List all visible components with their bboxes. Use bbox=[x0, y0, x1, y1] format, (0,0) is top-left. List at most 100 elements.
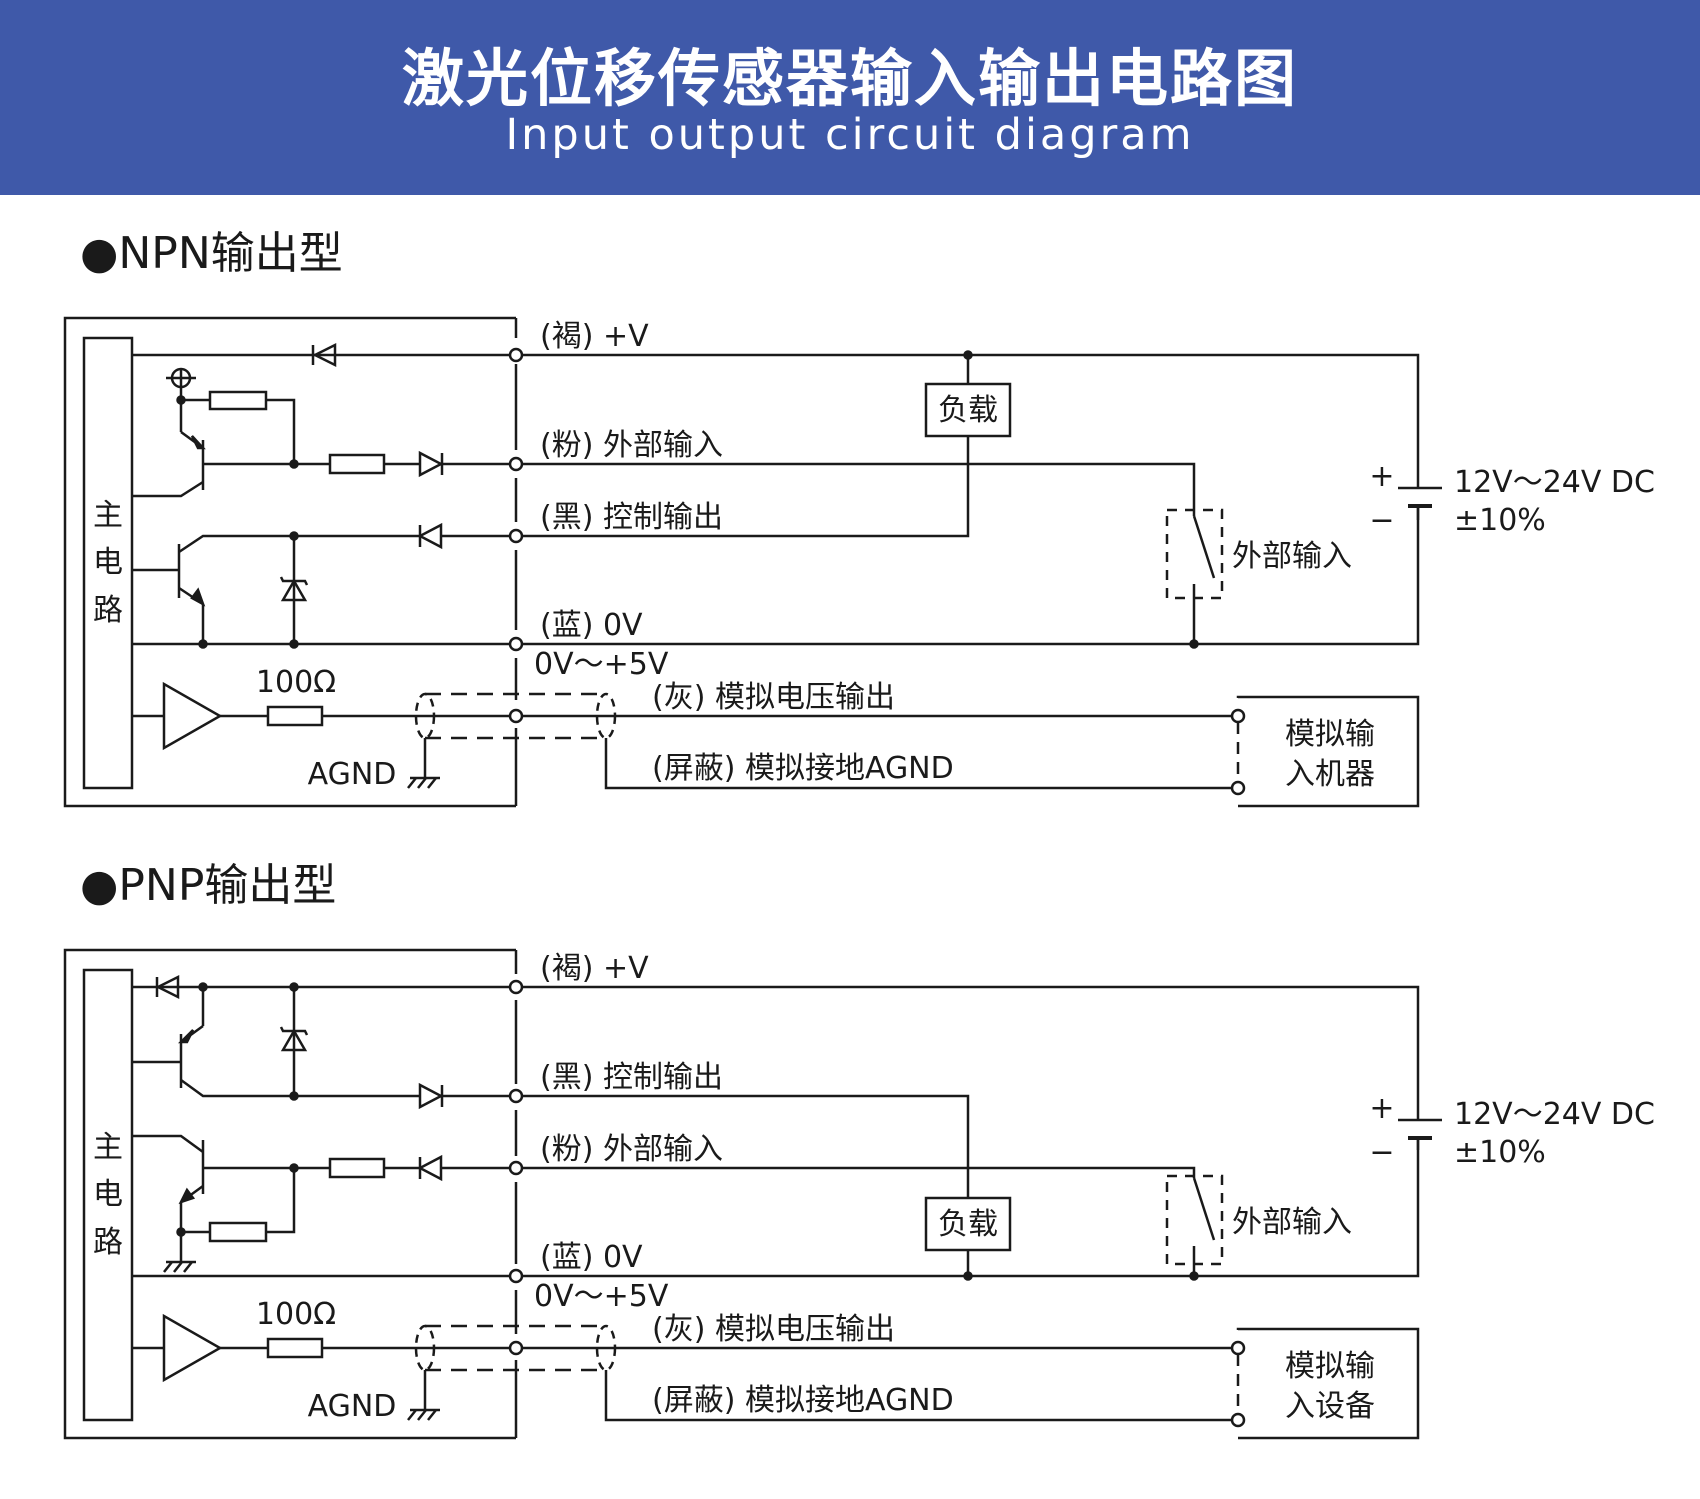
npn-junction bbox=[289, 639, 299, 649]
npn-label-gray: (灰) 模拟电压输出 bbox=[652, 680, 895, 715]
npn-main-char-3: 路 bbox=[93, 593, 123, 628]
npn-junction bbox=[289, 459, 299, 469]
pnp-tolerance-label: ±10% bbox=[1454, 1135, 1546, 1170]
npn-zener-bar bbox=[279, 576, 309, 586]
pnp-resistor-100 bbox=[266, 1337, 324, 1359]
npn-terminal-pink bbox=[508, 456, 524, 472]
pnp-shield-end-right bbox=[595, 1324, 617, 1372]
pnp-device-label-2: 入设备 bbox=[1285, 1389, 1375, 1424]
npn-minus: − bbox=[1369, 503, 1394, 538]
npn-wire-0v-outside bbox=[522, 508, 1420, 646]
npn-diagram: ●NPN输出型 主 电 路 (褐) +V 负载 bbox=[63, 228, 1655, 808]
npn-resistor-label: 100Ω bbox=[256, 665, 336, 700]
pnp-label-range: 0V～+5V bbox=[534, 1279, 669, 1314]
npn-label-brown: (褐) +V bbox=[540, 319, 649, 354]
pnp-plus: + bbox=[1369, 1091, 1394, 1126]
pnp-wire-v-outside bbox=[522, 985, 1420, 1110]
pnp-junction bbox=[289, 1091, 299, 1101]
npn-resistor-100 bbox=[266, 705, 324, 727]
pnp-wire-black-outside bbox=[522, 1094, 970, 1198]
npn-terminal-v bbox=[508, 347, 524, 363]
npn-label-pink: (粉) 外部输入 bbox=[540, 428, 723, 463]
npn-ground-icon bbox=[417, 777, 427, 789]
pnp-label-black: (黑) 控制输出 bbox=[540, 1060, 723, 1095]
npn-label-black: (黑) 控制输出 bbox=[540, 500, 723, 535]
pnp-ground-icon bbox=[163, 1261, 173, 1273]
npn-plus: + bbox=[1369, 459, 1394, 494]
pnp-agnd-label: AGND bbox=[308, 1389, 397, 1424]
pnp-minus: − bbox=[1369, 1135, 1394, 1170]
pnp-diode-in bbox=[417, 1154, 443, 1182]
pnp-device-box bbox=[1236, 1327, 1420, 1440]
pnp-terminal-v bbox=[508, 979, 524, 995]
pnp-switch-icon[interactable] bbox=[1192, 1177, 1216, 1241]
pnp-ground-icon bbox=[417, 1409, 427, 1421]
pnp-diagram: ●PNP输出型 主 电 路 (褐) +V bbox=[63, 860, 1655, 1440]
pnp-resistor-2 bbox=[328, 1157, 386, 1179]
pnp-device-terminal-2 bbox=[1230, 1412, 1246, 1428]
npn-sensor-box bbox=[63, 316, 516, 808]
npn-switch-icon[interactable] bbox=[1192, 515, 1216, 579]
npn-tolerance-label: ±10% bbox=[1454, 503, 1546, 538]
pnp-label-gray: (灰) 模拟电压输出 bbox=[652, 1312, 895, 1347]
pnp-main-char-3: 路 bbox=[93, 1225, 123, 1260]
pnp-wire-pink-outside bbox=[522, 1166, 1196, 1178]
npn-device-terminal-2 bbox=[1230, 780, 1246, 796]
npn-supply-label: 12V～24V DC bbox=[1454, 465, 1655, 500]
page-title: 激光位移传感器输入输出电路图 bbox=[401, 42, 1298, 115]
npn-terminal-gray bbox=[508, 708, 524, 724]
pnp-wire bbox=[266, 1168, 296, 1234]
npn-heading: ●NPN输出型 bbox=[80, 228, 343, 279]
pnp-sensor-box bbox=[63, 948, 516, 1440]
npn-device-terminal-1 bbox=[1230, 708, 1246, 724]
npn-transistor-1-arrow bbox=[190, 435, 206, 450]
npn-device-label-1: 模拟输 bbox=[1285, 717, 1375, 752]
pnp-ground-icon bbox=[427, 1409, 437, 1421]
pnp-label-blue: (蓝) 0V bbox=[540, 1240, 643, 1275]
pnp-amplifier bbox=[162, 1313, 223, 1383]
npn-device-box bbox=[1236, 695, 1420, 808]
pnp-load-label: 负载 bbox=[938, 1207, 998, 1242]
npn-main-char-2: 电 bbox=[93, 545, 123, 580]
pnp-ground-icon bbox=[173, 1261, 183, 1273]
npn-wire-v-outside bbox=[522, 353, 1420, 478]
npn-main-char-1: 主 bbox=[93, 498, 123, 533]
pnp-terminal-black bbox=[508, 1088, 524, 1104]
npn-resistor-1 bbox=[208, 390, 268, 411]
npn-shield-end-right bbox=[595, 692, 617, 740]
pnp-transistor-1-collector bbox=[180, 1078, 420, 1098]
pnp-ground-icon bbox=[407, 1409, 417, 1421]
pnp-wire-shield-outside bbox=[604, 1370, 1232, 1422]
npn-ground-icon bbox=[427, 777, 437, 789]
pnp-device-terminal-1 bbox=[1230, 1340, 1246, 1356]
pnp-switch-label: 外部输入 bbox=[1232, 1205, 1352, 1240]
npn-main-circuit-box bbox=[82, 336, 134, 790]
npn-agnd-label: AGND bbox=[308, 757, 397, 792]
npn-zener bbox=[280, 578, 308, 602]
npn-label-shield: (屏蔽) 模拟接地AGND bbox=[652, 751, 954, 786]
pnp-device-label-1: 模拟输 bbox=[1285, 1349, 1375, 1384]
npn-terminal-black bbox=[508, 528, 524, 544]
npn-junction bbox=[176, 395, 186, 405]
pnp-ground-icon bbox=[183, 1261, 193, 1273]
npn-label-blue: (蓝) 0V bbox=[540, 608, 643, 643]
npn-load-label: 负载 bbox=[938, 393, 998, 428]
npn-transistor-2-collector bbox=[178, 534, 294, 554]
pnp-zener-bar bbox=[279, 1026, 309, 1036]
npn-wire bbox=[266, 398, 296, 464]
npn-transistor-1-collector bbox=[132, 480, 204, 498]
pnp-label-brown: (褐) +V bbox=[540, 951, 649, 986]
pnp-terminal-pink bbox=[508, 1160, 524, 1176]
pnp-terminal-0v bbox=[508, 1268, 524, 1284]
pnp-label-pink: (粉) 外部输入 bbox=[540, 1132, 723, 1167]
pnp-diode-v bbox=[155, 974, 180, 1000]
pnp-resistor-1 bbox=[208, 1221, 268, 1243]
pnp-transistor-2-arrow bbox=[178, 1187, 196, 1205]
pnp-junction bbox=[963, 1271, 973, 1281]
npn-diode-v bbox=[312, 342, 337, 368]
npn-label-range: 0V～+5V bbox=[534, 647, 669, 682]
pnp-label-shield: (屏蔽) 模拟接地AGND bbox=[652, 1383, 954, 1418]
pnp-transistor-1-arrow bbox=[177, 1029, 195, 1044]
npn-device-label-2: 入机器 bbox=[1285, 757, 1375, 792]
pnp-main-char-2: 电 bbox=[93, 1177, 123, 1212]
